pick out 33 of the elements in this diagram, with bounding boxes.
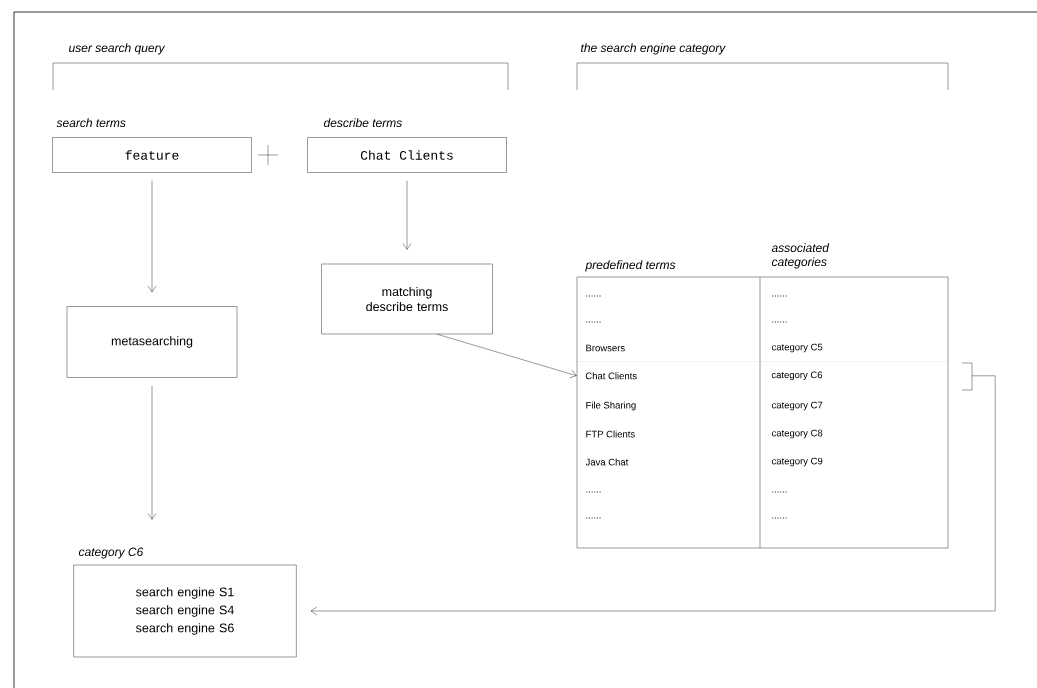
- arrow: [310, 375, 996, 616]
- arrow: [147, 385, 157, 520]
- table-cell: ......: [772, 321, 787, 323]
- node-label: associated categories: [771, 243, 830, 269]
- node-label: category C6: [78, 547, 144, 559]
- table-cell: Java Chat: [585, 458, 629, 466]
- search-term-box: search terms feature: [52, 118, 252, 173]
- table-cell: category C7: [771, 401, 823, 411]
- table-cell: FTP Clients: [586, 430, 635, 438]
- result-box: category C6 search engine S1 search engine S4 search engine S6: [73, 547, 297, 658]
- table-cell: ......: [586, 517, 601, 519]
- table-cell: ......: [772, 295, 787, 297]
- arrow: [147, 180, 157, 293]
- table-cell: ......: [772, 491, 787, 493]
- table-cell: File Sharing: [586, 401, 636, 411]
- table-cell: category C9: [771, 457, 823, 467]
- arrow: [436, 334, 577, 378]
- arrow: [402, 180, 412, 250]
- node-label: describe terms: [323, 118, 402, 128]
- table-cell: ......: [586, 491, 601, 493]
- table-cell: Browsers: [586, 344, 625, 352]
- table-cell: ......: [772, 517, 787, 519]
- process-box: metasearching: [66, 306, 238, 378]
- node-label: search terms: [56, 118, 126, 128]
- heading: user search query: [69, 43, 166, 55]
- table-row: Chat Clients category C6: [576, 361, 949, 381]
- table-cell: ......: [586, 295, 601, 297]
- table-cell: category C8: [771, 429, 823, 439]
- search-term-box: describe terms Chat Clients: [307, 118, 507, 173]
- heading: the search engine category: [581, 43, 726, 55]
- table-cell: ......: [586, 321, 601, 323]
- process-box: matching describe terms: [321, 263, 493, 335]
- node-label: predefined terms: [585, 260, 676, 272]
